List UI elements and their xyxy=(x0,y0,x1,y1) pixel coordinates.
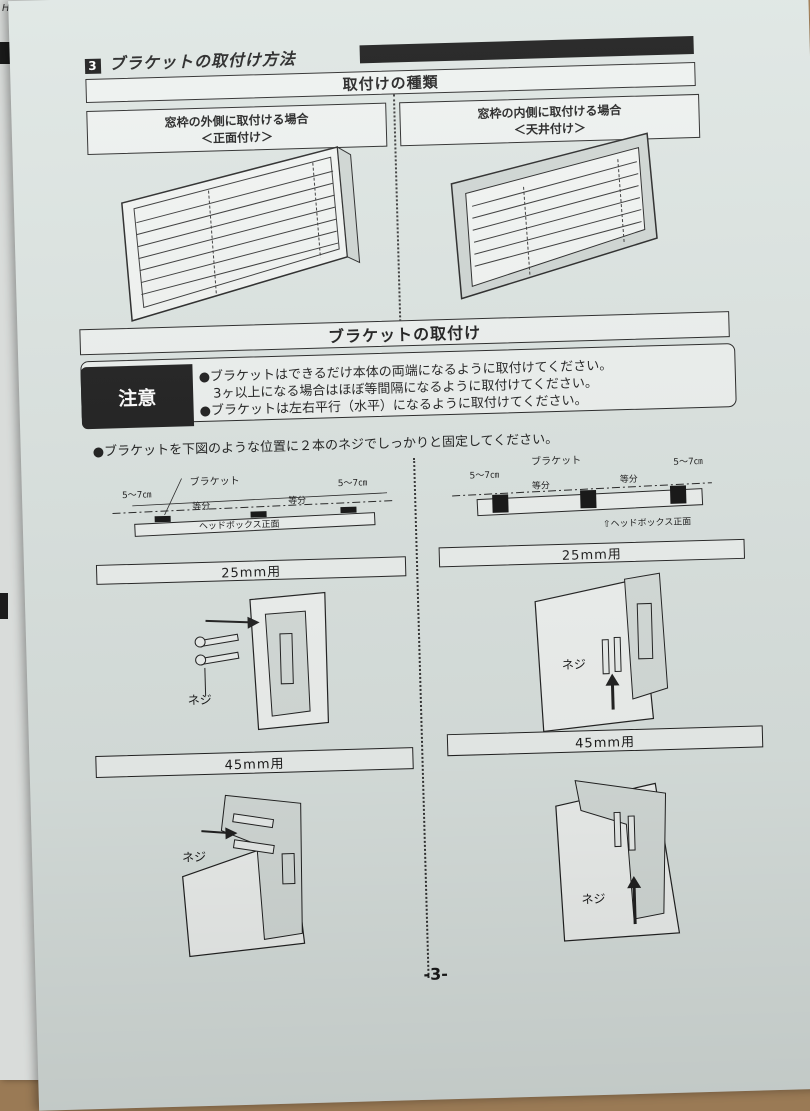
right-25mm-bracket-illustration xyxy=(534,572,669,733)
left-45mm-screw-label: ネジ xyxy=(181,849,207,865)
inside-mount-blind-illustration xyxy=(450,132,658,300)
left-45mm-text: 45mm用 xyxy=(224,756,285,773)
left-45mm-box: 45mm用 xyxy=(95,747,414,779)
mount-types-header-text: 取付けの種類 xyxy=(342,72,439,94)
left-bracket-position-diagram xyxy=(112,478,393,537)
outside-mount-blind-illustration xyxy=(121,146,361,322)
section-number-badge: 3 xyxy=(84,58,102,75)
right-bracket-position-diagram xyxy=(452,482,712,517)
right-45mm-box: 45mm用 xyxy=(446,725,764,757)
right-45mm-bracket-illustration xyxy=(555,780,681,942)
inside-mount-line1: 窓枠の内側に取付ける場合 xyxy=(477,103,622,122)
bracket-mount-header-text: ブラケットの取付け xyxy=(327,323,482,347)
right-45mm-screw-label: ネジ xyxy=(581,891,606,907)
right-bracket-label: ブラケット xyxy=(531,455,582,468)
left-25mm-text: 25mm用 xyxy=(221,564,282,581)
right-headbox-label: ⇧ヘッドボックス正面 xyxy=(602,517,692,530)
right-headbox-text: ヘッドボックス正面 xyxy=(610,517,692,530)
outside-mount-line2: ＜正面付け＞ xyxy=(200,129,274,146)
caution-label-text: 注意 xyxy=(117,386,157,410)
left-25mm-screw-label: ネジ xyxy=(187,692,212,708)
instruction-text: ●ブラケットを下図のような位置に２本のネジでしっかりと固定してください。 xyxy=(92,431,559,460)
right-25mm-text: 25mm用 xyxy=(561,546,622,564)
right-dist-right: 5～7㎝ xyxy=(673,456,703,468)
right-45mm-text: 45mm用 xyxy=(574,734,636,752)
caution-label: 注意 xyxy=(80,364,195,430)
section-title: ブラケットの取付け方法 xyxy=(108,49,297,74)
previous-page-mark xyxy=(0,593,8,619)
left-25mm-box: 25mm用 xyxy=(95,556,407,585)
right-25mm-box: 25mm用 xyxy=(438,538,746,568)
left-headbox-label: ヘッドボックス正面 xyxy=(198,519,280,533)
section-heading: 3 ブラケットの取付け方法 xyxy=(84,45,297,75)
outside-mount-line1: 窓枠の外側に取付ける場合 xyxy=(164,111,309,130)
divider-bottom xyxy=(413,457,430,978)
page-number: -3- xyxy=(423,964,449,984)
right-25mm-screw-label: ネジ xyxy=(561,657,587,672)
left-45mm-bracket-illustration xyxy=(182,794,306,958)
left-25mm-bracket-illustration xyxy=(194,591,330,731)
section-heading-bar xyxy=(359,36,694,64)
